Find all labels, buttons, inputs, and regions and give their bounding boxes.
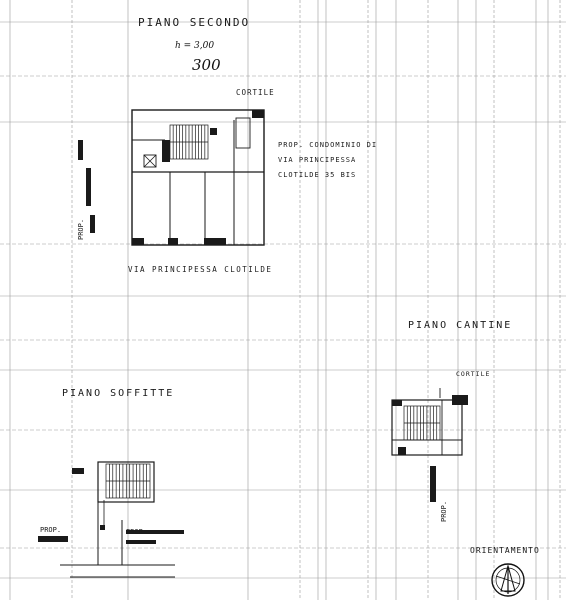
attic-right-label: PROP. (126, 528, 147, 536)
attic-staircase (105, 463, 151, 499)
second-floor-side-label: PROP. (77, 219, 85, 240)
height-note: h = 3,00 (175, 41, 214, 51)
cellar-courtyard-label: CORTILE (456, 370, 490, 378)
handwritten-value: 300 (192, 56, 221, 74)
street-label: VIA PRINCIPESSA CLOTILDE (128, 265, 272, 274)
second-floor-building (131, 109, 265, 246)
second-floor-staircase (169, 124, 209, 160)
compass-rose-icon (491, 563, 525, 597)
second-floor-plan: PIANO SECONDO h = 3,00 300 CORTILE (77, 16, 377, 274)
second-floor-title: PIANO SECONDO (138, 16, 250, 29)
cellar-side-label: PROP. (440, 501, 448, 522)
second-floor-walls (132, 110, 264, 245)
orientation-block: ORIENTAMENTO (470, 546, 540, 597)
cellar-staircase (403, 405, 441, 441)
attic-floor-plan: PIANO SOFFITTE PROP. PROP. (38, 388, 184, 578)
attic-floor-title: PIANO SOFFITTE (62, 388, 174, 399)
attic-building (60, 461, 175, 578)
cellar-walls (392, 395, 468, 502)
second-floor-side-property (78, 140, 95, 233)
second-floor-courtyard-label: CORTILE (236, 88, 275, 97)
cellar-floor-plan: PIANO CANTINE CORTILE PROP. (391, 320, 512, 522)
neighbor-line-2: VIA PRINCIPESSA (278, 156, 356, 164)
cellar-floor-title: PIANO CANTINE (408, 320, 512, 331)
neighbor-line-3: CLOTILDE 35 BIS (278, 171, 356, 179)
orientation-label: ORIENTAMENTO (470, 546, 540, 555)
attic-left-label: PROP. (40, 526, 61, 534)
neighbor-property-note: PROP. CONDOMINIO DI VIA PRINCIPESSA CLOT… (278, 141, 377, 179)
neighbor-line-1: PROP. CONDOMINIO DI (278, 141, 377, 149)
attic-walls (38, 468, 184, 544)
